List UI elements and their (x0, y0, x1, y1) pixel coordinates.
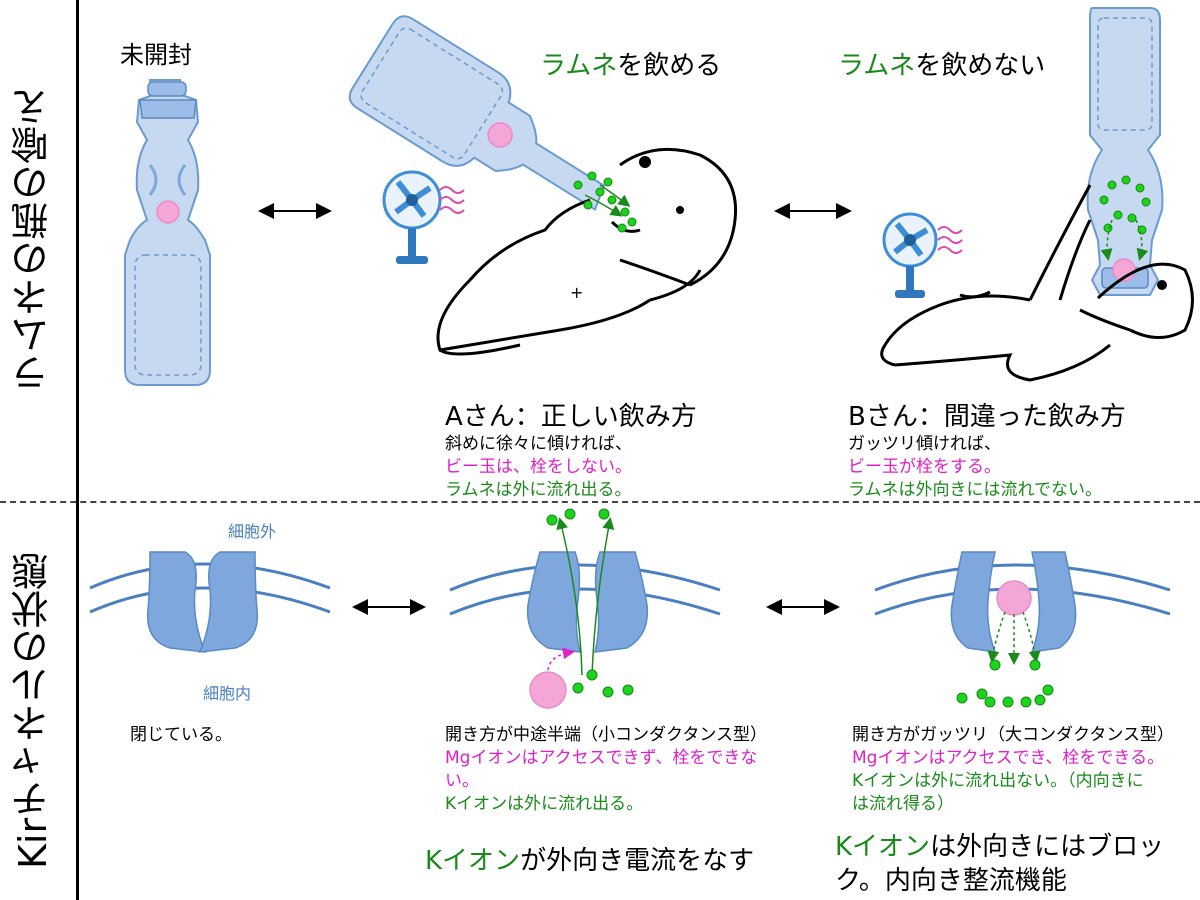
person-b-line2: ビー玉が栓をする。 (848, 457, 1001, 477)
large-conductance-caption: 開き方がガッツリ（大コンダクタンス型） Mgイオンはアクセスでき、栓をできる。 … (852, 724, 1174, 816)
soda-droplets (573, 171, 637, 233)
small-line1: 開き方が中途半端（小コンダクタンス型） (445, 725, 767, 745)
small-summary: Kイオンが外向き電流をなす (425, 840, 754, 877)
can-drink-rest: を飲める (617, 51, 722, 81)
person-b-line1: ガッツリ傾ければ、 (848, 434, 1001, 454)
cannot-drink-heading: ラムネを飲めない (838, 45, 1045, 82)
person-b-caption: Bさん：間違った飲み方 ガッツリ傾ければ、 ビー玉が栓をする。 ラムネは外向きに… (848, 396, 1126, 502)
k-ion-word: Kイオン (425, 846, 521, 876)
soda-word: ラムネ (838, 51, 916, 81)
person-a-line2: ビー玉は、栓をしない。 (445, 457, 632, 477)
fan-icon (882, 212, 963, 298)
large-line2: Mgイオンはアクセスでき、栓をできる。 (852, 748, 1165, 768)
cannot-drink-rest: を飲めない (915, 51, 1046, 81)
small-line4: Kイオンは外に流れ出る。 (445, 794, 644, 814)
unopened-label: 未開封 (120, 41, 192, 69)
horizontal-divider (0, 501, 1200, 503)
intracellular-label: 細胞内 (203, 684, 252, 703)
large-line3: Kイオンは外に流れ出ない。（内向きに (852, 771, 1144, 791)
large-line4: は流れ得る） (852, 794, 954, 814)
extracellular-label: 細胞外 (228, 522, 277, 541)
person-b-figure (880, 184, 1194, 382)
large-summary: Kイオンは外向きにはブロッ ク。内向き整流機能 (835, 830, 1164, 898)
large-line1: 開き方がガッツリ（大コンダクタンス型） (852, 725, 1174, 745)
fan-icon (382, 170, 465, 264)
upright-bottle (1086, 7, 1164, 296)
small-line2: Mgイオンはアクセスできず、栓をできな (445, 748, 758, 768)
person-b-title: Bさん：間違った飲み方 (848, 402, 1126, 432)
soda-word: ラムネ (540, 51, 618, 81)
person-a-line3: ラムネは外に流れ出る。 (445, 480, 632, 500)
closed-caption: 閉じている。 (130, 725, 232, 745)
large-summary-rest1: は外向きにはブロッ (930, 832, 1165, 862)
person-a-title: Aさん：正しい飲み方 (445, 402, 697, 432)
svg-text:+: + (570, 283, 583, 302)
unopened-bottle (124, 79, 211, 386)
small-summary-rest: が外向き電流をなす (520, 846, 755, 876)
small-conductance-caption: 開き方が中途半端（小コンダクタンス型） Mgイオンはアクセスできず、栓をできな … (445, 724, 767, 816)
large-summary-rest2: ク。内向き整流機能 (835, 866, 1067, 896)
closed-channel (89, 551, 331, 653)
person-a-figure (436, 147, 738, 356)
small-conductance-channel (449, 508, 721, 709)
can-drink-heading: ラムネを飲める (540, 45, 721, 82)
person-a-line1: 斜めに徐々に傾ければ、 (445, 434, 632, 454)
vertical-divider (76, 0, 79, 900)
tilted-bottle (348, 15, 606, 212)
large-conductance-channel (874, 551, 1171, 708)
k-ion-word: Kイオン (835, 832, 931, 862)
person-b-line3: ラムネは外向きには流れでない。 (848, 480, 1102, 500)
small-line3: い。 (445, 771, 479, 791)
person-a-caption: Aさん：正しい飲み方 斜めに徐々に傾ければ、 ビー玉は、栓をしない。 ラムネは外… (445, 396, 697, 502)
